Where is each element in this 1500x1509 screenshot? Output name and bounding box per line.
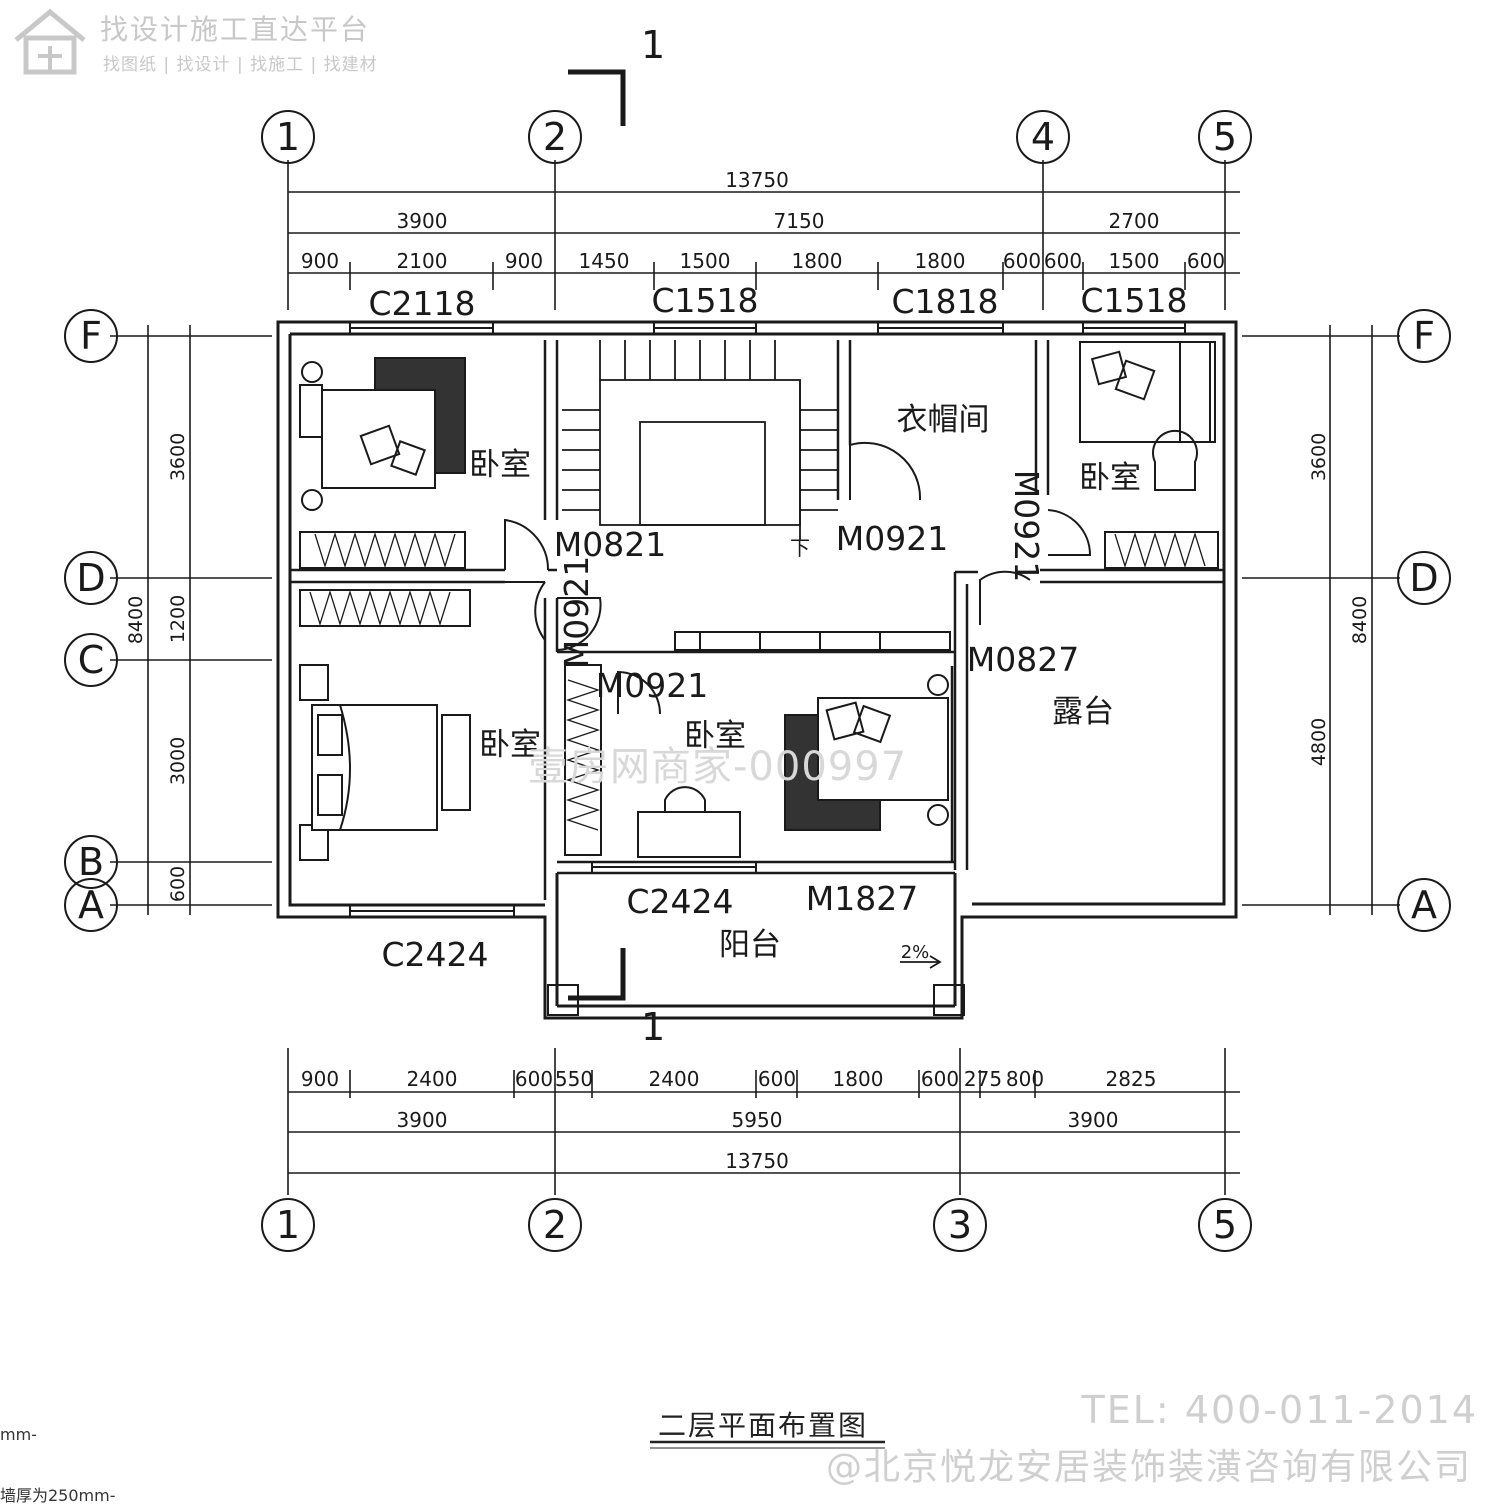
dim-bottom-mid-1: 3900 bbox=[397, 1108, 448, 1132]
dim-right-part-2: 4800 bbox=[1308, 718, 1330, 766]
axis-bottom-2: 2 bbox=[543, 1203, 567, 1247]
dim-bottom-total: 13750 bbox=[725, 1149, 789, 1173]
dim-top-detail-4: 1450 bbox=[579, 249, 630, 273]
dim-left-total: 8400 bbox=[125, 596, 147, 644]
dim-bottom-detail-8: 600 bbox=[921, 1067, 959, 1091]
section-mark-top: 1 bbox=[641, 23, 665, 67]
room-terrace: 露台 bbox=[1052, 694, 1114, 730]
door-m0921-lower: M0921 bbox=[596, 666, 708, 705]
room-bedroom-ne: 卧室 bbox=[1079, 460, 1141, 496]
window-c2118: C2118 bbox=[368, 284, 475, 323]
axis-bottom-1: 1 bbox=[276, 1203, 300, 1247]
dim-top-detail-7: 1800 bbox=[915, 249, 966, 273]
drawing-title: 二层平面布置图 bbox=[658, 1409, 869, 1442]
axis-top-1: 1 bbox=[276, 115, 300, 159]
room-bedroom-nw: 卧室 bbox=[469, 447, 531, 483]
dim-top-detail-11: 600 bbox=[1187, 249, 1225, 273]
stair-down-label: 下 bbox=[790, 536, 810, 560]
section-mark-bottom: 1 bbox=[641, 1005, 665, 1049]
axis-top-5: 5 bbox=[1213, 115, 1237, 159]
logo-subtitle: 找图纸 | 找设计 | 找施工 | 找建材 bbox=[103, 55, 378, 75]
house-logo-icon bbox=[14, 8, 86, 75]
note-2: 墙厚为250mm- bbox=[0, 1486, 116, 1505]
dim-top-detail-1: 900 bbox=[301, 249, 339, 273]
dim-bottom-detail-6: 600 bbox=[758, 1067, 796, 1091]
axis-left-B: B bbox=[78, 840, 104, 884]
dim-bottom-detail-10: 800 bbox=[1006, 1067, 1044, 1091]
dim-top-mid-3: 2700 bbox=[1109, 209, 1160, 233]
axis-top-4: 4 bbox=[1031, 115, 1055, 159]
dim-left-part-3: 3000 bbox=[167, 737, 189, 785]
dim-top-total: 13750 bbox=[725, 168, 789, 192]
dim-top-mid-1: 3900 bbox=[397, 209, 448, 233]
dim-bottom-detail-7: 1800 bbox=[833, 1067, 884, 1091]
axis-left-D: D bbox=[76, 556, 105, 600]
axis-right-A: A bbox=[1411, 883, 1437, 927]
dim-top-detail-3: 900 bbox=[505, 249, 543, 273]
dim-top-detail-2: 2100 bbox=[397, 249, 448, 273]
dim-top-detail-10: 1500 bbox=[1109, 249, 1160, 273]
axis-bottom-3: 3 bbox=[948, 1203, 972, 1247]
axis-top-2: 2 bbox=[543, 115, 567, 159]
dim-bottom-detail-9: 275 bbox=[964, 1067, 1002, 1091]
door-m0921-mid: M0921 bbox=[557, 556, 596, 668]
dim-top-detail-9: 600 bbox=[1044, 249, 1082, 273]
door-m0821: M0821 bbox=[554, 525, 666, 564]
dim-bottom-detail-2: 2400 bbox=[407, 1067, 458, 1091]
title-underline bbox=[650, 1440, 885, 1449]
axis-left-C: C bbox=[78, 638, 105, 682]
dim-bottom-detail-3: 600 bbox=[515, 1067, 553, 1091]
dim-top-mid-2: 7150 bbox=[774, 209, 825, 233]
dim-bottom-detail-5: 2400 bbox=[649, 1067, 700, 1091]
window-c1518-a: C1518 bbox=[651, 281, 758, 320]
dim-bottom-mid-3: 3900 bbox=[1068, 1108, 1119, 1132]
room-balcony: 阳台 bbox=[719, 927, 781, 963]
room-bedroom-sw: 卧室 bbox=[479, 727, 541, 763]
dim-left-part-1: 3600 bbox=[167, 433, 189, 481]
dim-left-part-2: 1200 bbox=[167, 595, 189, 643]
door-m0827: M0827 bbox=[967, 640, 1079, 679]
dim-right-part-1: 3600 bbox=[1308, 433, 1330, 481]
slope-label: 2% bbox=[901, 942, 930, 963]
watermark: 壹房网商家-000997 bbox=[528, 744, 908, 790]
axis-left-F: F bbox=[80, 314, 102, 358]
axis-right-D: D bbox=[1409, 556, 1438, 600]
dim-top-detail-6: 1800 bbox=[792, 249, 843, 273]
note-1: mm- bbox=[0, 1425, 37, 1444]
axis-bottom-5: 5 bbox=[1213, 1203, 1237, 1247]
dim-bottom-detail-1: 900 bbox=[301, 1067, 339, 1091]
axis-left-A: A bbox=[78, 883, 104, 927]
window-c2424-left: C2424 bbox=[381, 935, 488, 974]
dim-left-part-4: 600 bbox=[167, 866, 189, 902]
dim-right-total: 8400 bbox=[1349, 596, 1371, 644]
door-m0921-right: M0921 bbox=[1007, 470, 1046, 582]
dim-top-detail-5: 1500 bbox=[680, 249, 731, 273]
window-c1518-b: C1518 bbox=[1080, 281, 1187, 320]
door-m0921-wardrobe: M0921 bbox=[836, 519, 948, 558]
room-cloakroom: 衣帽间 bbox=[897, 402, 990, 438]
axis-right-F: F bbox=[1413, 314, 1435, 358]
window-c1818: C1818 bbox=[891, 282, 998, 321]
contact-company: @北京悦龙安居装饰装潢咨询有限公司 bbox=[825, 1447, 1472, 1488]
dim-top-detail-8: 600 bbox=[1003, 249, 1041, 273]
room-bedroom-center: 卧室 bbox=[684, 718, 746, 754]
window-c2424-mid: C2424 bbox=[626, 882, 733, 921]
dim-bottom-detail-11: 2825 bbox=[1106, 1067, 1157, 1091]
logo-title: 找设计施工直达平台 bbox=[100, 13, 371, 46]
dim-bottom-mid-2: 5950 bbox=[732, 1108, 783, 1132]
dim-bottom-detail-4: 550 bbox=[555, 1067, 593, 1091]
logo bbox=[10, 6, 90, 80]
contact-tel: TEL: 400-011-2014 bbox=[1081, 1388, 1478, 1432]
door-m1827: M1827 bbox=[806, 879, 918, 918]
